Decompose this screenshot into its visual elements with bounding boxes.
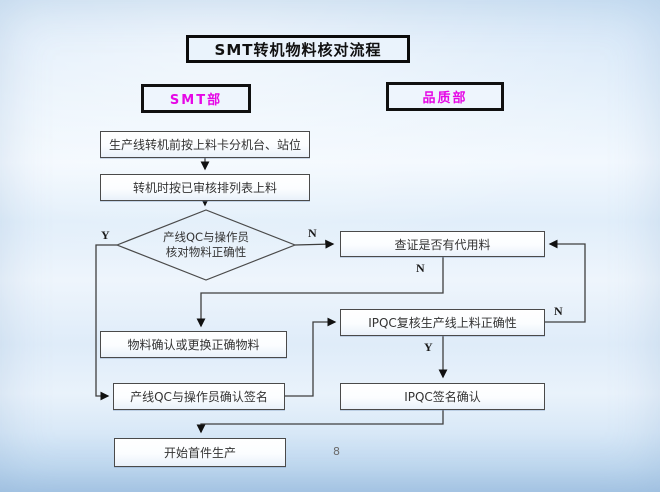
node-load-by-list-label: 转机时按已审核排列表上料 (132, 181, 277, 195)
node-ipqc-verify-label: IPQC复核生产线上料正确性 (368, 316, 517, 330)
node-ipqc-verify: IPQC复核生产线上料正确性 (340, 309, 545, 336)
node-split-stations-label: 生产线转机前按上料卡分机台、站位 (108, 138, 301, 152)
node-start-production: 开始首件生产 (114, 438, 286, 467)
node-qc-operator-sign-label: 产线QC与操作员确认签名 (130, 390, 268, 404)
edge-label-decision-no: N (308, 226, 317, 240)
slide-page-number: 8 (333, 445, 340, 458)
edge-label-substitute-no: N (416, 261, 425, 275)
node-start-production-label: 开始首件生产 (163, 446, 236, 460)
edge-label-decision-yes: Y (101, 228, 110, 242)
node-verify-material-line1: 产线QC与操作员 (162, 230, 250, 245)
node-load-by-list: 转机时按已审核排列表上料 (100, 174, 310, 201)
lane-header-quality-label: 品质部 (422, 91, 468, 106)
node-verify-material-line2: 核对物料正确性 (165, 245, 247, 259)
edge-label-ipqc-yes: Y (424, 340, 433, 354)
node-check-substitute: 查证是否有代用料 (340, 231, 545, 257)
node-ipqc-sign-label: IPQC签名确认 (404, 390, 481, 404)
node-verify-material: 产线QC与操作员 核对物料正确性 (131, 229, 281, 261)
flowchart-title-text: SMT转机物料核对流程 (214, 40, 382, 59)
lane-header-smt-label: SMT部 (169, 93, 223, 108)
node-qc-operator-sign: 产线QC与操作员确认签名 (113, 383, 285, 410)
node-material-confirm: 物料确认或更换正确物料 (100, 331, 287, 358)
node-ipqc-sign: IPQC签名确认 (340, 383, 545, 410)
flowchart-title: SMT转机物料核对流程 (186, 35, 410, 63)
lane-header-smt: SMT部 (141, 84, 251, 113)
lane-header-quality: 品质部 (386, 82, 504, 111)
node-material-confirm-label: 物料确认或更换正确物料 (127, 338, 260, 352)
node-check-substitute-label: 查证是否有代用料 (394, 237, 491, 252)
node-split-stations: 生产线转机前按上料卡分机台、站位 (100, 131, 310, 158)
edge-label-ipqc-no: N (554, 304, 563, 318)
